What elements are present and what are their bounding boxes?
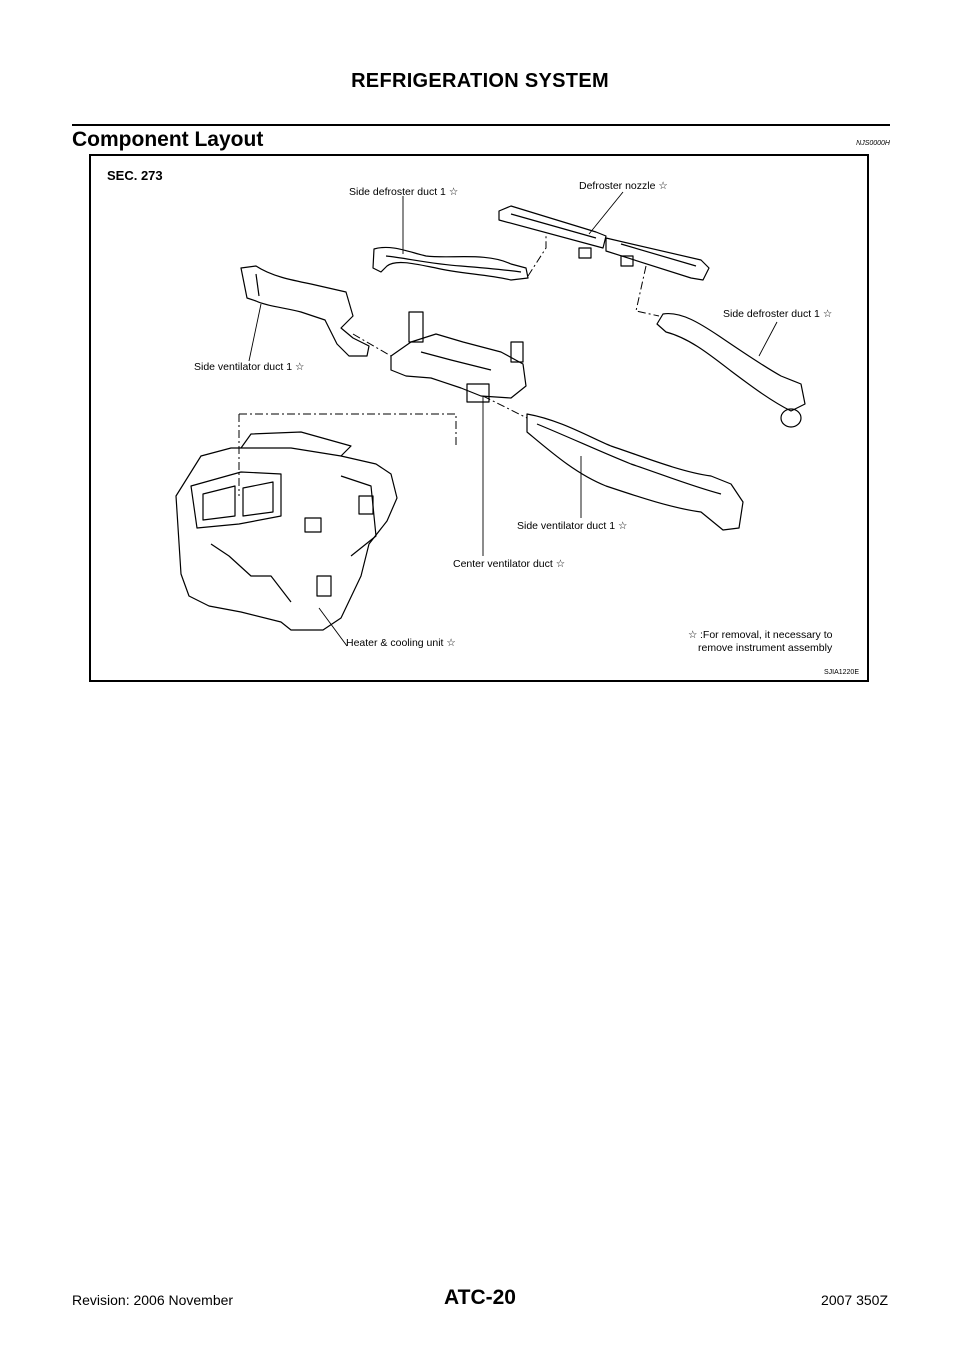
label-side-defroster-duct-left: Side defroster duct 1 ☆ — [349, 186, 459, 198]
star-icon: ☆ — [448, 186, 459, 198]
removal-note: ☆:For removal, it necessary to remove in… — [688, 629, 832, 655]
label-side-defroster-duct-right: Side defroster duct 1 ☆ — [723, 308, 833, 320]
label-side-ventilator-duct-right: Side ventilator duct 1 ☆ — [517, 520, 628, 532]
heater-cooling-unit-shape — [175, 431, 398, 631]
page-header-title: REFRIGERATION SYSTEM — [351, 70, 609, 92]
label-defroster-nozzle: Defroster nozzle ☆ — [579, 180, 668, 192]
star-icon: ☆ — [555, 558, 566, 570]
star-icon: ☆ — [446, 637, 456, 649]
component-illustration — [175, 191, 806, 647]
side-defroster-duct-left-shape — [372, 246, 529, 281]
label-center-ventilator-duct: Center ventilator duct ☆ — [453, 558, 566, 570]
section-title: Component Layout — [72, 128, 264, 151]
star-icon: ☆ — [617, 520, 628, 532]
side-ventilator-duct-right-shape — [526, 413, 744, 531]
figure-id: SJIA1220E — [823, 669, 859, 676]
center-ventilator-duct-shape — [390, 311, 527, 403]
defroster-nozzle-shape — [498, 205, 710, 281]
header-rule — [72, 124, 890, 126]
star-icon: ☆ — [294, 361, 305, 373]
label-heater-cooling-unit: Heater & cooling unit ☆ — [346, 637, 456, 649]
assembly-line-heater-top — [239, 413, 457, 446]
assembly-line-right-vent — [482, 395, 528, 419]
star-icon: ☆ — [658, 180, 668, 192]
label-side-ventilator-duct-left: Side ventilator duct 1 ☆ — [194, 361, 305, 373]
footer-revision: Revision: 2006 November — [72, 1292, 234, 1308]
note-line-1: :For removal, it necessary to — [700, 629, 833, 641]
section-number-label: SEC. 273 — [107, 168, 163, 183]
footer-model: 2007 350Z — [821, 1292, 888, 1308]
assembly-line-left-vent — [352, 333, 392, 357]
side-ventilator-duct-left-shape — [240, 265, 370, 357]
star-icon: ☆ — [688, 629, 698, 641]
component-layout-figure: SEC. 273 Side defroster duct 1 ☆ Defrost… — [89, 154, 869, 682]
assembly-line-right-duct — [635, 265, 660, 317]
leader-side-defroster-right — [758, 321, 778, 357]
leader-heater — [318, 607, 348, 647]
assembly-line-defroster — [527, 236, 547, 277]
leader-defroster-nozzle — [588, 191, 624, 235]
section-code: NJS0000H — [856, 140, 890, 147]
leader-side-vent-left — [248, 303, 262, 362]
side-defroster-duct-right-shape — [656, 312, 806, 428]
star-icon: ☆ — [822, 308, 833, 320]
footer-page-number: ATC-20 — [444, 1286, 516, 1309]
note-line-2: remove instrument assembly — [698, 642, 833, 654]
